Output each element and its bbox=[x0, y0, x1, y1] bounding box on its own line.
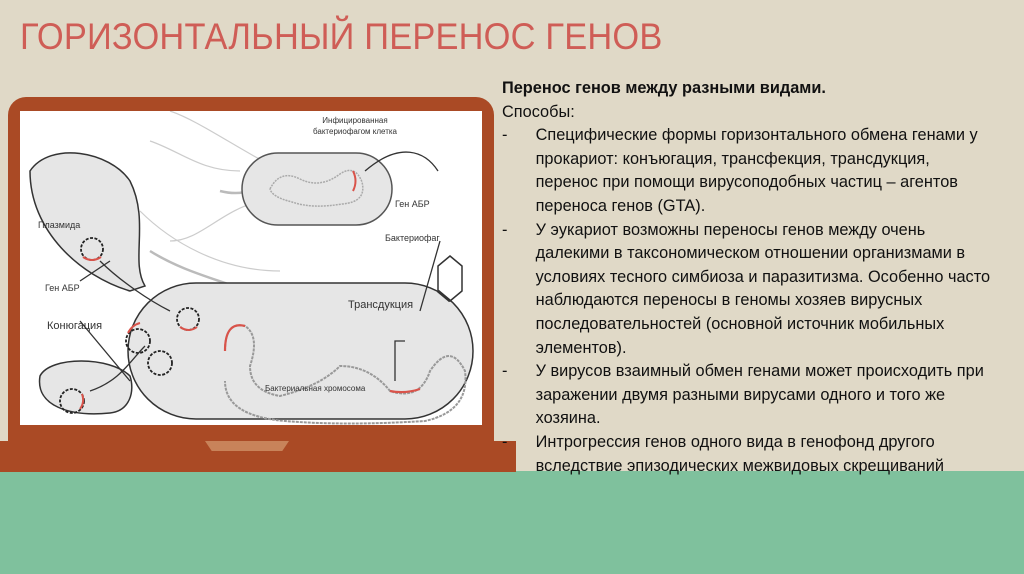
label-conjugation: Конюгация bbox=[47, 320, 102, 332]
infected-cell bbox=[241, 152, 393, 226]
label-plasmid: Плазмида bbox=[38, 220, 80, 230]
slide-text: Перенос генов между разными видами. Спос… bbox=[502, 76, 992, 477]
bacterial-chromosome bbox=[224, 324, 467, 425]
list-item: -Интрогрессия генов одного вида в генофо… bbox=[502, 431, 944, 475]
label-bacteriophage: Бактериофаг bbox=[385, 233, 440, 243]
label-abr-gene-left: Ген АБР bbox=[45, 283, 80, 293]
label-abr-gene-top: Ген АБР bbox=[395, 199, 430, 209]
label-chromosome: Бактериальная хромосома bbox=[265, 384, 366, 393]
list-item: -У эукариот возможны переносы генов межд… bbox=[502, 219, 991, 357]
green-ground-band bbox=[0, 471, 1024, 574]
list-item: -У вирусов взаимный обмен генами может п… bbox=[502, 361, 984, 428]
recipient-cell bbox=[127, 282, 474, 420]
list-item: -Специфические формы горизонтального обм… bbox=[502, 125, 978, 215]
label-transduction: Трансдукция bbox=[348, 299, 413, 311]
text-subheading: Способы: bbox=[502, 101, 575, 121]
conjugating-cell bbox=[38, 360, 133, 415]
donor-cell bbox=[29, 152, 147, 292]
gene-transfer-diagram: Инфицированная бактериофагом клетка Ген … bbox=[20, 110, 482, 425]
slide-title: ГОРИЗОНТАЛЬНЫЙ ПЕРЕНОС ГЕНОВ bbox=[20, 16, 663, 57]
label-infected-cell-1: Инфицированная bbox=[322, 116, 387, 125]
label-infected-cell-2: бактериофагом клетка bbox=[313, 127, 398, 136]
text-heading: Перенос генов между разными видами. bbox=[502, 78, 826, 97]
laptop-notch bbox=[205, 441, 289, 451]
